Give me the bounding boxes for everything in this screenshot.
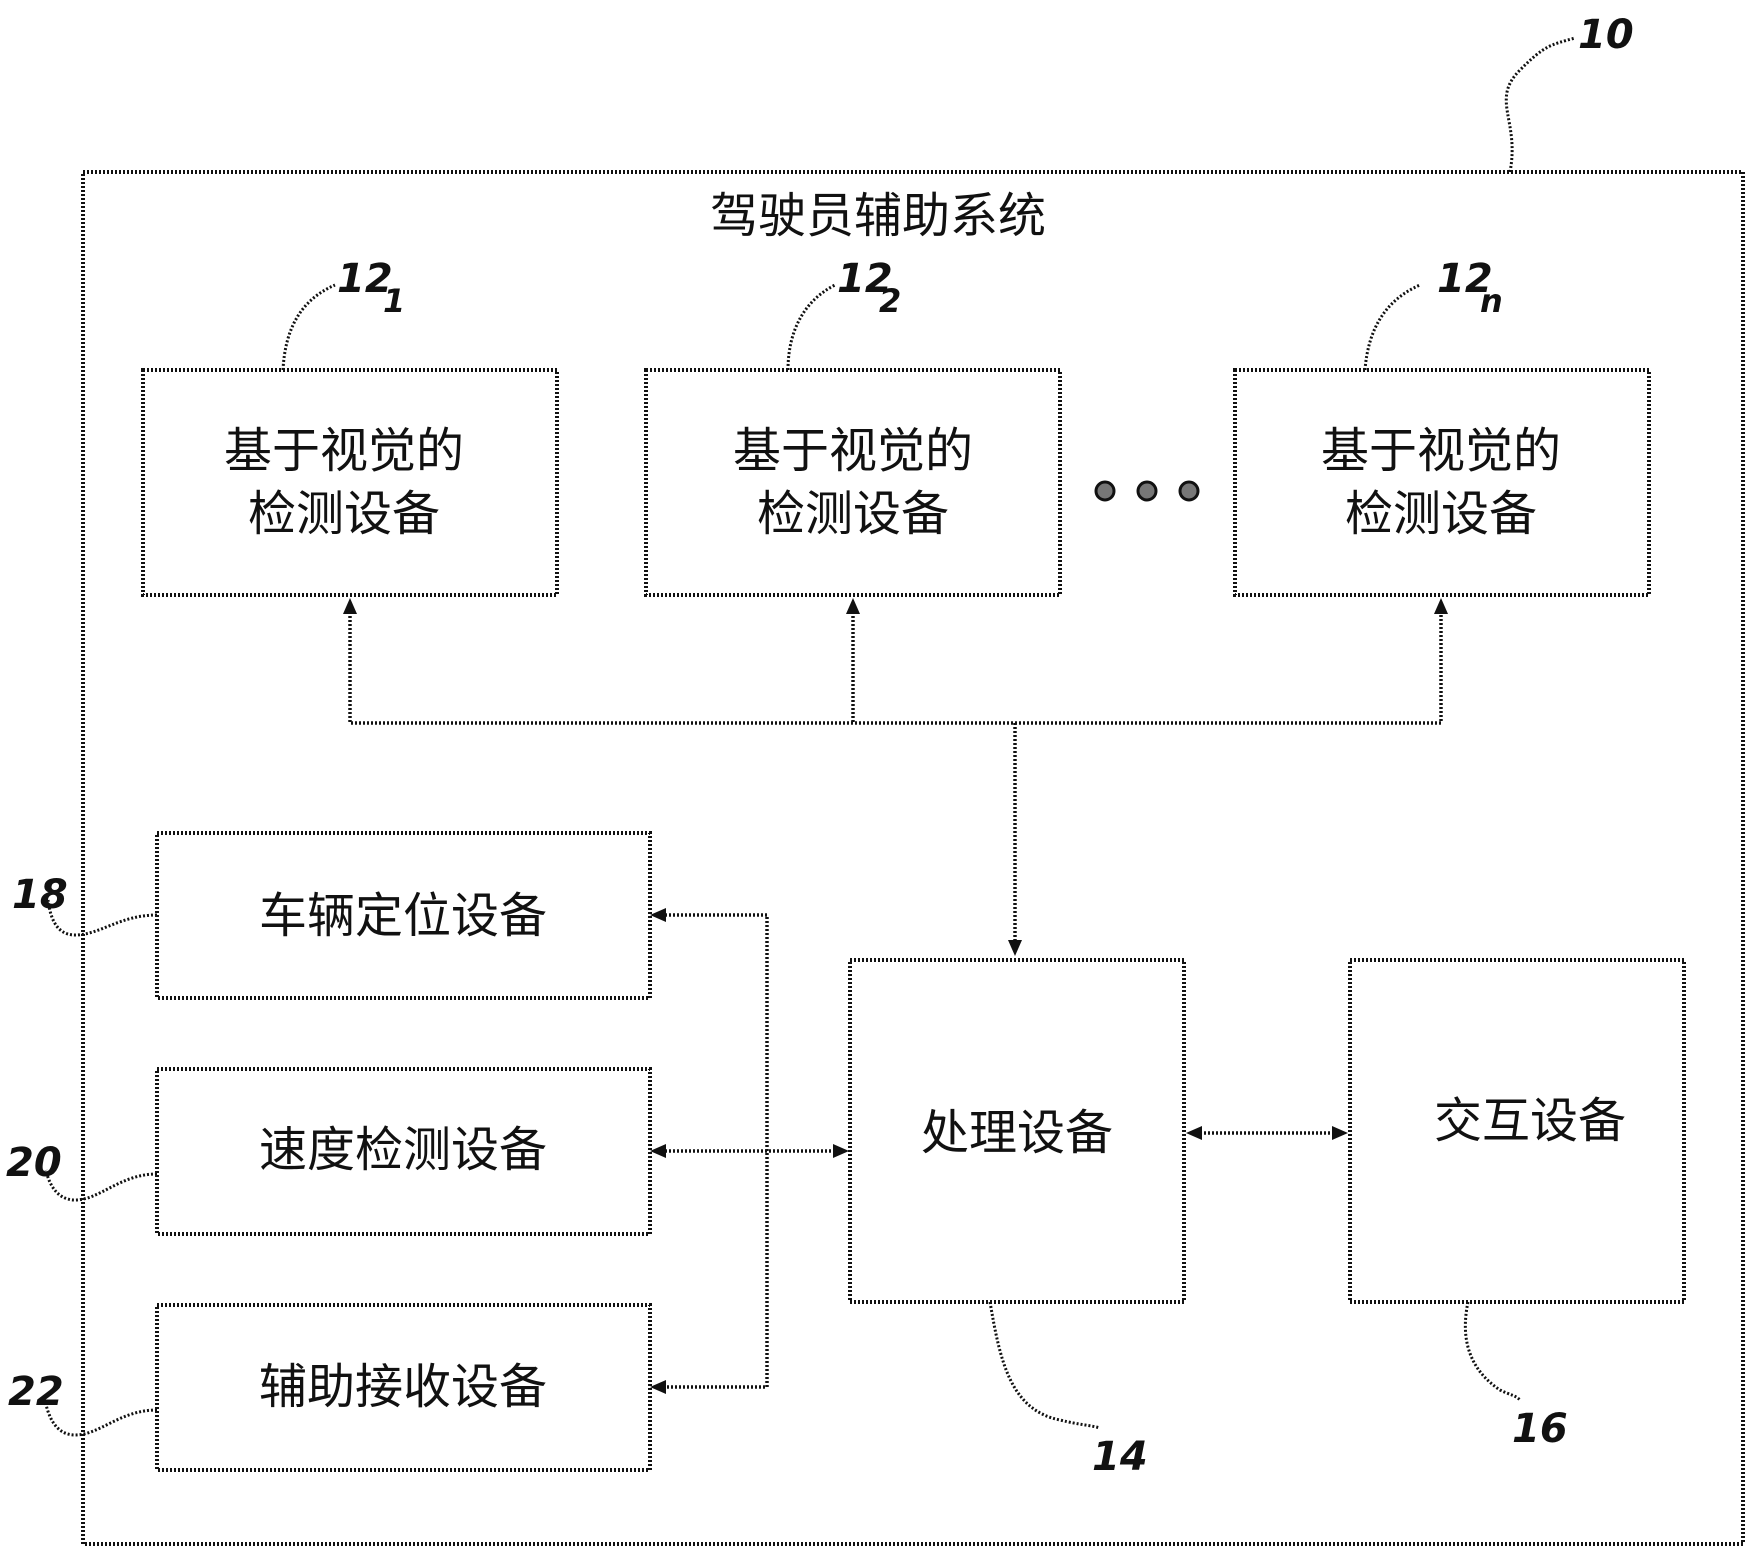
interaction-device: 交互设备 16: [1348, 958, 1686, 1452]
sensor-ref-leader: [43, 1399, 158, 1437]
detector-bus: [343, 598, 1448, 956]
processor-box: [848, 958, 1186, 1304]
sensor-ref: 18: [12, 872, 68, 918]
sensor-ref: 22: [8, 1369, 64, 1415]
sensor-label: 车辆定位设备: [259, 888, 547, 944]
sensor-label: 速度检测设备: [259, 1122, 547, 1178]
detector-1: 基于视觉的 检测设备 12 1: [141, 256, 559, 597]
sensor-ref-leader: [46, 899, 158, 937]
processor-ref: 14: [1092, 1434, 1148, 1480]
detector-box: [1233, 368, 1651, 597]
arrowhead: [650, 908, 666, 922]
detector-label-line1: 基于视觉的: [733, 423, 973, 479]
detector-label-line1: 基于视觉的: [224, 423, 464, 479]
processor-ref-leader: [988, 1301, 1101, 1430]
detector-ref: 12: [337, 256, 393, 302]
ellipsis-dot: [1178, 480, 1200, 502]
sensor-auxiliary-receiver: 辅助接收设备 22: [8, 1303, 652, 1472]
system-title: 驾驶员辅助系统: [710, 188, 1046, 244]
interaction-box: [1348, 958, 1686, 1304]
system-ref-leader: [1504, 36, 1576, 173]
detector-box: [141, 368, 559, 597]
detector-2: 基于视觉的 检测设备 12 2: [644, 256, 1062, 597]
detector-ref-sub: 1: [383, 282, 405, 320]
processor-interaction-link: [1186, 1126, 1348, 1140]
arrowhead: [650, 1380, 666, 1394]
interaction-ref: 16: [1512, 1406, 1568, 1452]
detector-ref-leader: [1363, 283, 1421, 371]
arrowhead: [1332, 1126, 1348, 1140]
detector-label-line2: 检测设备: [757, 486, 949, 542]
arrowhead: [650, 1144, 666, 1158]
processing-device: 处理设备 14: [848, 958, 1186, 1480]
detector-ref: 12: [837, 256, 893, 302]
interaction-label: 交互设备: [1434, 1093, 1626, 1149]
sensor-label: 辅助接收设备: [259, 1359, 547, 1415]
detector-label-line2: 检测设备: [248, 486, 440, 542]
ellipsis-dot: [1136, 480, 1158, 502]
detector-label-line1: 基于视觉的: [1321, 423, 1561, 479]
detector-n: 基于视觉的 检测设备 12 n: [1233, 256, 1651, 597]
arrowhead: [343, 598, 357, 614]
arrowhead: [833, 1144, 849, 1158]
detector-ref: 12: [1437, 256, 1493, 302]
sensor-ref: 20: [6, 1140, 62, 1186]
detector-ref-leader: [281, 283, 336, 371]
system-ref: 10: [1578, 12, 1634, 58]
detector-ref-sub: n: [1480, 282, 1503, 320]
sensor-box: [155, 1303, 652, 1472]
detector-box: [644, 368, 1062, 597]
detector-ref-sub: 2: [879, 282, 901, 320]
sensor-speed-detection: 速度检测设备 20: [6, 1067, 652, 1236]
ellipsis-dot: [1094, 480, 1116, 502]
arrowhead: [1008, 940, 1022, 956]
arrowhead: [1434, 598, 1448, 614]
sensor-box: [155, 1067, 652, 1236]
ellipsis-dots: [1094, 480, 1200, 502]
sensor-bus: [650, 908, 849, 1394]
detector-bus-line: [348, 612, 1443, 725]
arrowhead: [1186, 1126, 1202, 1140]
detector-label-line2: 检测设备: [1345, 486, 1537, 542]
processor-label: 处理设备: [921, 1105, 1113, 1161]
detector-ref-leader: [786, 283, 836, 371]
sensor-vehicle-positioning: 车辆定位设备 18: [12, 831, 652, 1000]
arrowhead: [846, 598, 860, 614]
